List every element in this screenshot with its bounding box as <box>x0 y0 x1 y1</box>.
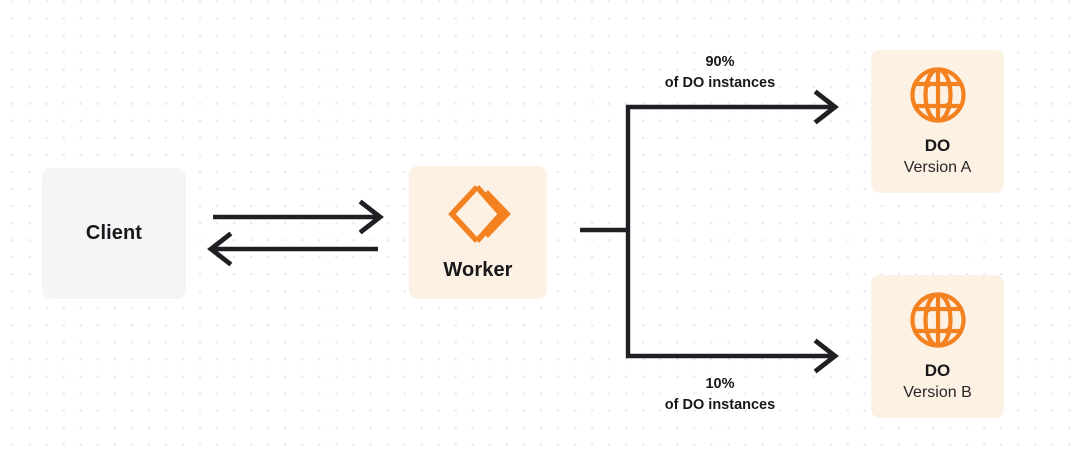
node-do-a-subtitle: Version A <box>903 159 972 177</box>
arrow-worker-to-do-b <box>626 338 839 374</box>
node-client-label: Client <box>85 222 143 244</box>
durable-object-globe-icon <box>908 65 968 125</box>
arrow-worker-to-do-a <box>626 89 839 125</box>
node-do-b-subtitle: Version B <box>903 384 972 402</box>
cloudflare-workers-icon <box>444 183 512 245</box>
node-do-version-a[interactable]: DO Version A <box>871 50 1004 193</box>
arrow-worker-to-client <box>207 231 378 267</box>
edge-label-do-a-caption: of DO instances <box>664 74 776 91</box>
node-client[interactable]: Client <box>42 168 186 299</box>
durable-object-globe-icon <box>908 290 968 350</box>
node-do-version-b[interactable]: DO Version B <box>871 275 1004 418</box>
edge-label-do-b-percent: 10% <box>705 376 735 392</box>
node-do-b-title: DO <box>924 360 951 380</box>
edge-label-do-b: 10% of DO instances <box>595 374 845 416</box>
node-do-a-title: DO <box>924 135 951 155</box>
edge-label-do-a-percent: 90% <box>705 54 735 70</box>
node-worker-label: Worker <box>443 259 513 281</box>
node-worker[interactable]: Worker <box>409 166 547 299</box>
arrow-client-to-worker <box>213 199 384 235</box>
edge-label-do-b-caption: of DO instances <box>664 396 776 413</box>
edge-label-do-a: 90% of DO instances <box>595 52 845 94</box>
